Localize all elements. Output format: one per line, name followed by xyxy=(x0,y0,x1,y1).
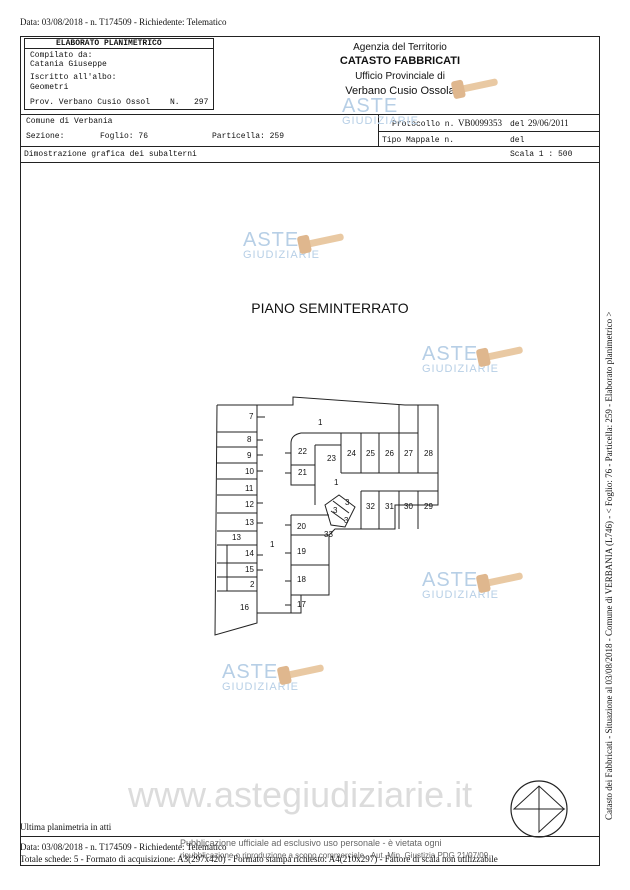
unit-label: 3 xyxy=(333,506,338,515)
unit-label: 3 xyxy=(344,516,349,525)
watermark-giudiziarie: GIUDIZIARIE xyxy=(422,589,500,601)
unit-label: 20 xyxy=(297,522,306,531)
ultima-planimetria: Ultima planimetria in atti xyxy=(20,822,112,832)
watermark-aste: ASTE xyxy=(342,95,399,117)
unit-label: 21 xyxy=(298,468,307,477)
tipo-mappale-label: Tipo Mappale n. xyxy=(382,136,455,145)
protocollo-date: 29/06/2011 xyxy=(528,118,569,128)
watermark-aste: ASTE xyxy=(422,569,479,591)
unit-label: 29 xyxy=(424,502,433,511)
unit-label: 12 xyxy=(245,500,254,509)
watermark-aste: ASTE xyxy=(422,343,479,365)
ufficio-label: Ufficio Provinciale di xyxy=(355,71,445,82)
unit-label: 3 xyxy=(345,498,350,507)
scala-label: Scala 1 : 500 xyxy=(510,150,573,159)
unit-label: 16 xyxy=(240,603,249,612)
unit-label: 9 xyxy=(247,451,252,460)
foglio-label: Foglio: 76 xyxy=(100,132,149,141)
unit-label: 15 xyxy=(245,565,254,574)
unit-label: 27 xyxy=(404,449,413,458)
unit-label: 10 xyxy=(245,467,254,476)
sezione-label: Sezione: xyxy=(26,132,65,141)
compilato-label: Compilato da: xyxy=(30,51,93,60)
unit-label: 24 xyxy=(347,449,356,458)
info-bottom-line xyxy=(20,162,600,163)
unit-label: 2 xyxy=(250,580,255,589)
info-top-line xyxy=(20,114,600,115)
top-request-line: Data: 03/08/2018 - n. T174509 - Richiede… xyxy=(20,17,227,27)
unit-label: 14 xyxy=(245,549,254,558)
north-arrow-icon xyxy=(510,780,568,838)
unit-label: 30 xyxy=(404,502,413,511)
protocollo-divider xyxy=(378,131,600,132)
plan-title: PIANO SEMINTERRATO xyxy=(251,300,409,316)
website-watermark: www.astegiudiziarie.it xyxy=(128,774,473,815)
unit-label: 1 xyxy=(318,418,323,427)
unit-label: 23 xyxy=(327,454,336,463)
particella-label: Particella: 259 xyxy=(212,132,285,141)
iscritto-value: Geometri xyxy=(30,83,69,92)
unit-label: 11 xyxy=(245,484,254,493)
iscritto-label: Iscritto all'albo: xyxy=(30,73,117,82)
n-value: 297 xyxy=(194,98,209,107)
watermark-giudiziarie: GIUDIZIARIE xyxy=(422,363,500,375)
watermark-giudiziarie: GIUDIZIARIE xyxy=(243,249,321,261)
agency-name: Agenzia del Territorio xyxy=(353,42,447,53)
unit-label: 13 xyxy=(245,518,254,527)
watermark-giudiziarie: GIUDIZIARIE xyxy=(222,681,300,693)
compiler-box-divider xyxy=(24,48,214,49)
unit-label: 32 xyxy=(366,502,375,511)
unit-label: 31 xyxy=(385,502,394,511)
elaborato-title: ELABORATO PLANIMETRICO xyxy=(56,39,162,48)
unit-label: 18 xyxy=(297,575,306,584)
protocollo-value: VB0099353 xyxy=(458,118,503,128)
prov-label: Prov. Verbano Cusio Ossol xyxy=(30,98,151,107)
watermark-aste: ASTE xyxy=(243,229,300,251)
publication-note-2: ripubblicazione o riproduzione a scopo c… xyxy=(180,851,489,860)
compilato-name: Catania Giuseppe xyxy=(30,60,107,69)
office-name: Verbano Cusio Ossola xyxy=(345,85,455,97)
info-vertical-divider xyxy=(378,114,379,146)
unit-label: 25 xyxy=(366,449,375,458)
protocollo-label: Protocollo n. xyxy=(392,120,455,129)
unit-label: 26 xyxy=(385,449,394,458)
unit-label: 13 xyxy=(232,533,241,542)
side-vertical-text: Catasto dei Fabbricati - Situazione al 0… xyxy=(604,311,614,820)
footer-divider xyxy=(20,836,600,837)
comune-label: Comune di Verbania xyxy=(26,117,113,126)
dimostrazione-label: Dimostrazione grafica dei subalterni xyxy=(24,150,197,159)
compiler-box xyxy=(24,38,214,110)
floor-plan xyxy=(214,396,439,636)
publication-note-1: Pubblicazione ufficiale ad esclusivo uso… xyxy=(180,838,442,848)
unit-label: 22 xyxy=(298,447,307,456)
watermark-giudiziarie: GIUDIZIARIE xyxy=(342,115,420,127)
catasto-title: CATASTO FABBRICATI xyxy=(339,55,461,67)
info-mid-line xyxy=(20,146,600,147)
n-label: N. xyxy=(170,98,180,107)
footer-request-line: Data: 03/08/2018 - n. T174509 - Richiede… xyxy=(20,842,227,852)
unit-label: 17 xyxy=(297,600,306,609)
unit-label: 28 xyxy=(424,449,433,458)
unit-label: 7 xyxy=(249,412,254,421)
unit-label: 1 xyxy=(270,540,275,549)
footer-schede-line: Totale schede: 5 - Formato di acquisizio… xyxy=(20,854,498,864)
unit-label: 33 xyxy=(324,530,333,539)
watermark-aste: ASTE xyxy=(222,661,279,683)
sheet-frame xyxy=(20,36,600,866)
protocollo-del: del xyxy=(510,120,525,129)
tipo-mappale-del: del xyxy=(510,136,525,145)
unit-label: 19 xyxy=(297,547,306,556)
unit-label: 8 xyxy=(247,435,252,444)
unit-label: 1 xyxy=(334,478,339,487)
